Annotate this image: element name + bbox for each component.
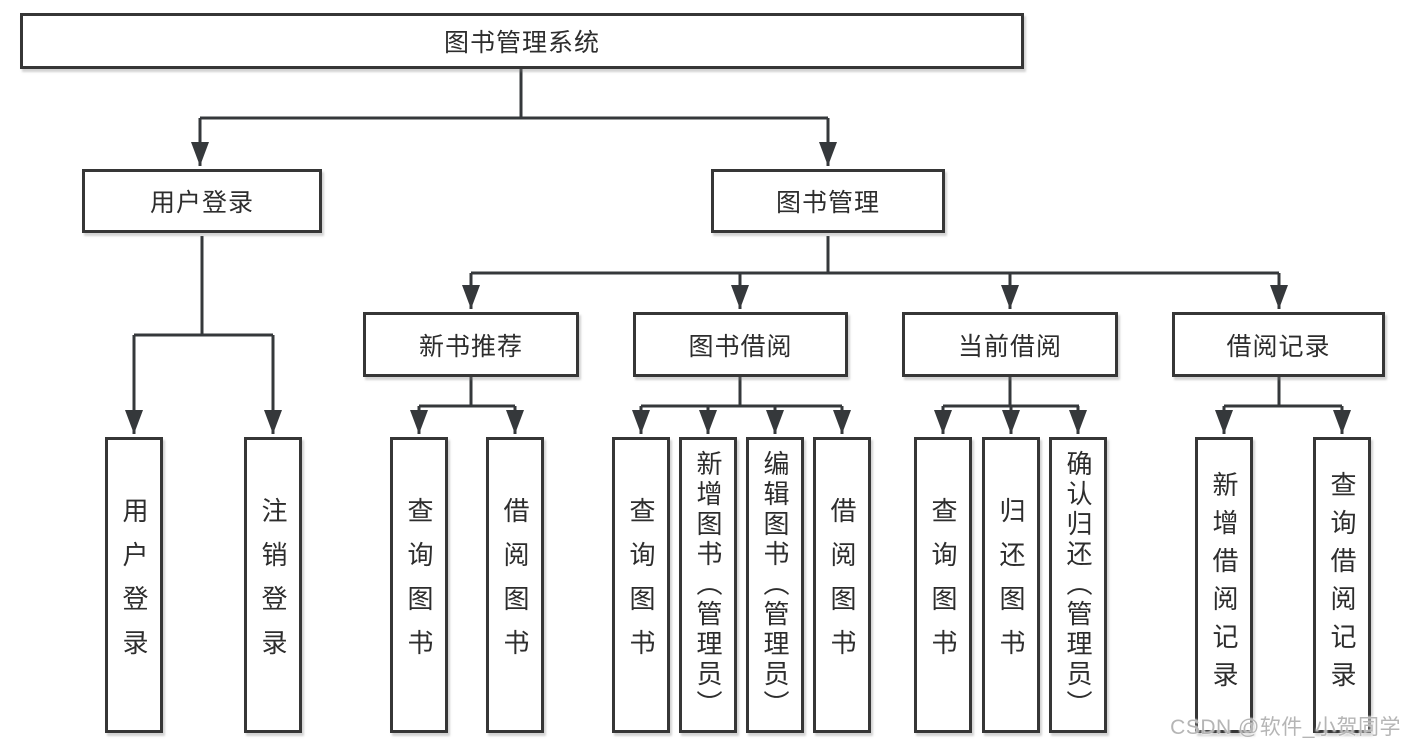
leaf-add-borrow-record: 新增借阅记录 bbox=[1195, 437, 1253, 733]
leaf-user-login: 用户登录 bbox=[105, 437, 163, 733]
arrow-connectors bbox=[125, 118, 1351, 434]
leaf-return-books: 归还图书 bbox=[982, 437, 1040, 733]
leaf-label: 查询图书 bbox=[404, 497, 434, 673]
leaf-query-books-current: 查询图书 bbox=[914, 437, 972, 733]
node-library-management-system: 图书管理系统 bbox=[20, 13, 1024, 69]
leaf-borrow-books-recommend: 借阅图书 bbox=[486, 437, 544, 733]
branch-elbow-lines bbox=[134, 69, 1342, 408]
leaf-label: 归还图书 bbox=[996, 497, 1026, 673]
leaf-label: 新增图书（管理员） bbox=[693, 450, 723, 720]
node-new-book-recommendation: 新书推荐 bbox=[363, 312, 579, 377]
leaf-edit-books-admin: 编辑图书（管理员） bbox=[746, 437, 804, 733]
leaf-label: 编辑图书（管理员） bbox=[760, 450, 790, 720]
csdn-watermark: CSDN @软件_小贺同学 bbox=[1170, 716, 1401, 739]
leaf-add-books-admin: 新增图书（管理员） bbox=[679, 437, 737, 733]
leaf-logout: 注销登录 bbox=[244, 437, 302, 733]
leaf-label: 借阅图书 bbox=[500, 497, 530, 673]
node-borrowing-records: 借阅记录 bbox=[1172, 312, 1385, 377]
leaf-label: 借阅图书 bbox=[827, 497, 857, 673]
leaf-borrow-books: 借阅图书 bbox=[813, 437, 871, 733]
node-book-borrowing: 图书借阅 bbox=[633, 312, 848, 377]
leaf-label: 查询借阅记录 bbox=[1327, 471, 1357, 699]
leaf-query-books-borrowing: 查询图书 bbox=[612, 437, 670, 733]
node-current-borrowing: 当前借阅 bbox=[902, 312, 1118, 377]
leaf-label: 确认归还（管理员） bbox=[1063, 450, 1093, 720]
leaf-confirm-return-admin: 确认归还（管理员） bbox=[1049, 437, 1107, 733]
leaf-query-books-recommend: 查询图书 bbox=[390, 437, 448, 733]
leaf-label: 查询图书 bbox=[928, 497, 958, 673]
leaf-label: 新增借阅记录 bbox=[1209, 471, 1239, 699]
leaf-label: 用户登录 bbox=[119, 497, 149, 673]
leaf-label: 查询图书 bbox=[626, 497, 656, 673]
leaf-label: 注销登录 bbox=[258, 497, 288, 673]
node-user-login: 用户登录 bbox=[82, 169, 322, 233]
leaf-query-borrow-record: 查询借阅记录 bbox=[1313, 437, 1371, 733]
node-book-management: 图书管理 bbox=[711, 169, 945, 233]
